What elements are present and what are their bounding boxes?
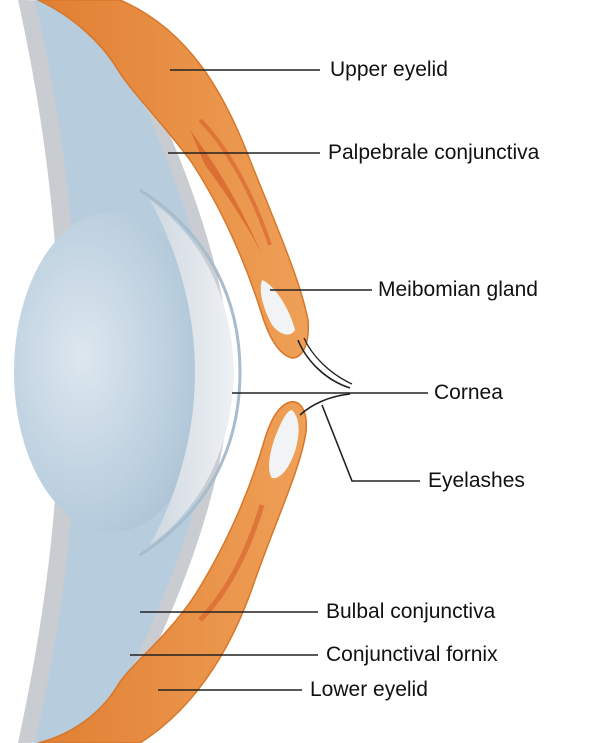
label-meibomian-gland: Meibomian gland <box>378 278 538 302</box>
label-upper-eyelid: Upper eyelid <box>330 58 448 82</box>
label-cornea: Cornea <box>434 381 503 405</box>
leader-eyelashes <box>322 405 420 481</box>
label-lower-eyelid: Lower eyelid <box>310 678 428 702</box>
label-conjunctival-fornix: Conjunctival fornix <box>326 643 498 667</box>
label-bulbal-conjunctiva: Bulbal conjunctiva <box>326 600 495 624</box>
label-eyelashes: Eyelashes <box>428 469 525 493</box>
label-palpebral-conjunctiva: Palpebrale conjunctiva <box>328 141 539 165</box>
